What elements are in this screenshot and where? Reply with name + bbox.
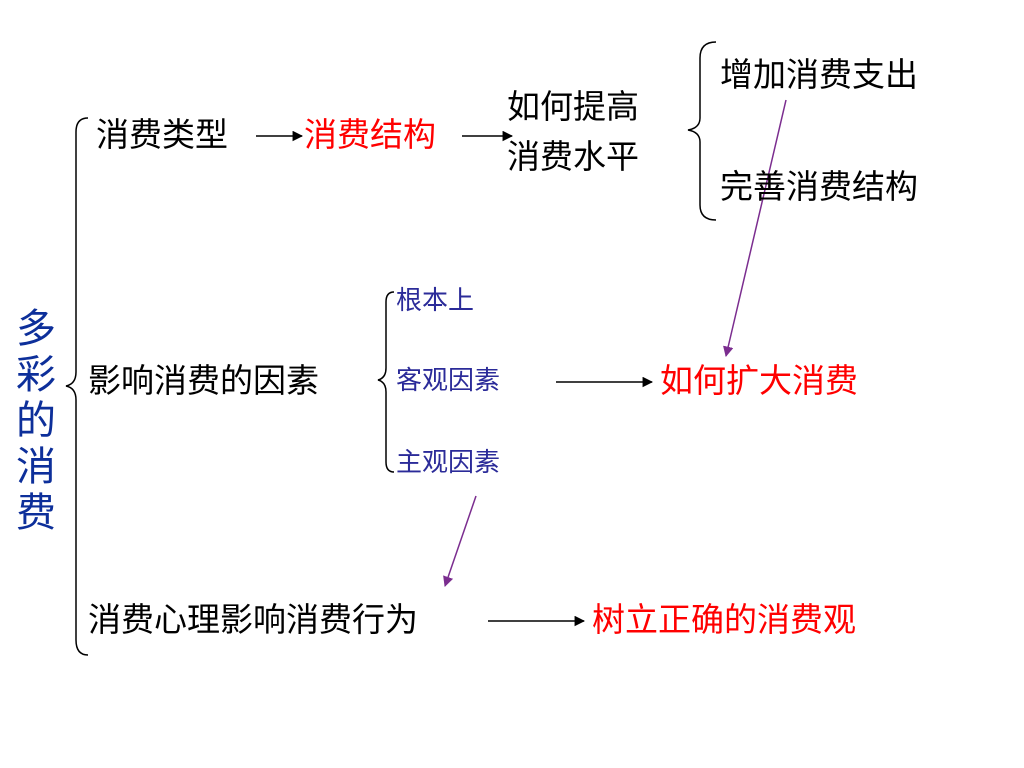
psychology-behavior-label: 消费心理影响消费行为 (88, 600, 418, 639)
root-char: 彩 (16, 352, 56, 398)
correct-outlook-label: 树立正确的消费观 (592, 600, 856, 639)
factors-brace (377, 291, 395, 473)
arrow-spending-to-expand (723, 99, 787, 358)
increase-spending-label: 增加消费支出 (720, 55, 918, 94)
raise-level-line1: 如何提高 (507, 87, 639, 126)
options-brace (687, 41, 717, 221)
arrow-subjective-to-outlook (443, 495, 477, 587)
root-char: 消 (16, 444, 56, 490)
consumption-structure-label: 消费结构 (304, 115, 436, 154)
main-brace (65, 117, 89, 656)
root-char: 费 (16, 490, 56, 536)
influence-factors-label: 影响消费的因素 (88, 361, 319, 400)
improve-structure-label: 完善消费结构 (720, 167, 918, 206)
expand-consumption-label: 如何扩大消费 (660, 361, 858, 400)
consumption-type-label: 消费类型 (96, 115, 228, 154)
raise-level-line2: 消费水平 (507, 137, 639, 176)
root-char: 多 (16, 306, 56, 352)
factor-subjective: 主观因素 (396, 448, 501, 478)
factor-objective: 客观因素 (396, 366, 501, 396)
factor-fundamental: 根本上 (396, 286, 475, 316)
diagram-root-title: 多 彩 的 消 费 (16, 306, 56, 536)
root-char: 的 (16, 398, 56, 444)
